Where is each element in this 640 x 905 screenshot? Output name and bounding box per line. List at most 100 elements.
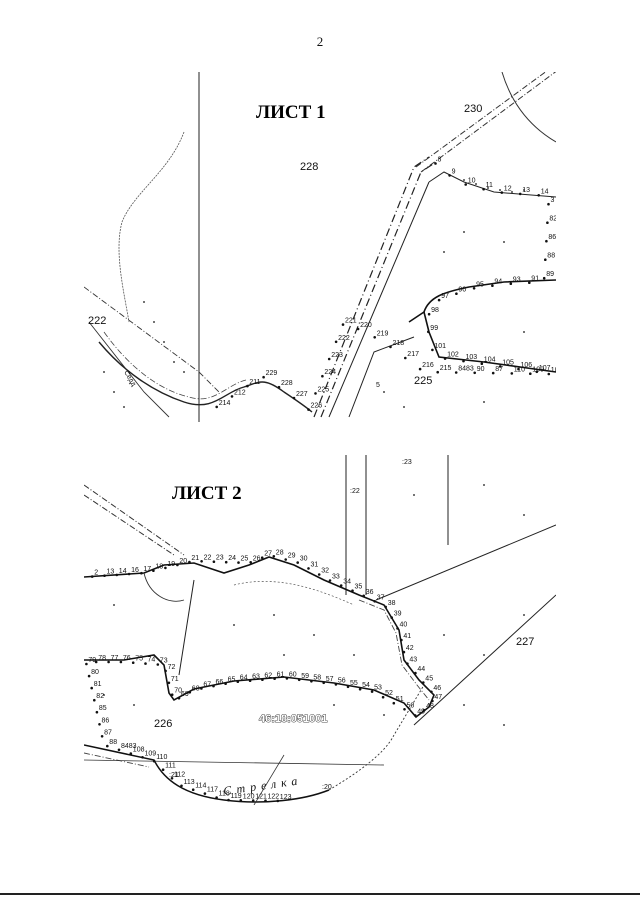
survey-point-marker — [464, 183, 468, 186]
parcel-boundary-thick — [408, 310, 556, 373]
survey-point-label: 110 — [514, 366, 525, 373]
survey-point-label: 55 — [350, 680, 358, 687]
survey-point-marker — [351, 589, 354, 592]
survey-point-marker — [296, 561, 299, 564]
survey-point-label: 41 — [403, 633, 411, 640]
survey-point-label: 101 — [434, 343, 446, 350]
survey-point-label: 35 — [355, 584, 363, 591]
survey-point-label: 59 — [301, 673, 309, 680]
survey-point-marker — [262, 375, 265, 379]
survey-point-marker — [200, 687, 203, 690]
survey-point-marker — [537, 194, 540, 197]
survey-point-label: 79 — [88, 657, 96, 664]
survey-point-label: 37 — [377, 594, 385, 601]
survey-point-marker — [215, 796, 218, 799]
survey-point-label: 67 — [203, 682, 211, 689]
survey-point-marker — [90, 575, 94, 578]
survey-point-marker — [177, 696, 181, 700]
survey-point-label: 97 — [441, 293, 449, 300]
survey-point-marker — [334, 683, 338, 686]
survey-point-label: 33 — [332, 574, 340, 581]
survey-point-marker — [546, 221, 549, 224]
parcel-boundary-line — [98, 341, 313, 413]
sheet-2-drawing: 46:18:051001 226 227 :23 :22 :21 :20 Стр… — [84, 455, 556, 805]
survey-point-marker — [454, 371, 458, 374]
survey-point-marker — [434, 162, 437, 165]
survey-point-marker — [103, 574, 106, 577]
survey-point-marker — [370, 690, 374, 693]
survey-point-marker — [212, 560, 216, 563]
cadastral-number: 46:18:051001 — [259, 713, 328, 725]
survey-point-marker — [518, 192, 522, 196]
survey-point-marker — [152, 569, 155, 572]
survey-point-marker — [436, 370, 440, 374]
sheet-2-title: ЛИСТ 2 — [172, 483, 242, 504]
dash-dot-line — [84, 484, 185, 556]
survey-point-label: 117 — [207, 787, 218, 794]
dash-dot-line — [84, 752, 150, 768]
survey-point-marker — [390, 616, 394, 619]
footer-rule — [0, 893, 640, 895]
survey-point-label: 70 — [174, 688, 182, 695]
survey-point-label: 14 — [119, 568, 127, 575]
survey-point-marker — [346, 685, 350, 689]
survey-point-label: 226 — [311, 403, 323, 410]
survey-point-label: 86 — [102, 717, 110, 724]
survey-point-label: 229 — [266, 370, 278, 377]
survey-point-label: 58 — [313, 674, 321, 681]
survey-point-marker — [285, 677, 289, 680]
boundary-line — [253, 754, 285, 805]
survey-point-marker — [94, 660, 98, 664]
survey-point-label: 46 — [433, 685, 441, 692]
survey-point-marker — [200, 560, 203, 563]
parcel-boundary-thick — [423, 279, 556, 313]
survey-point-marker — [384, 605, 388, 609]
survey-point-marker — [236, 680, 240, 683]
survey-point-label: 36 — [366, 589, 374, 596]
survey-point-label: 48 — [426, 703, 434, 710]
survey-point-marker — [498, 365, 502, 368]
survey-point-label: 27 — [264, 551, 272, 558]
survey-point-label: 63 — [252, 674, 260, 681]
survey-point-label: 57 — [326, 676, 334, 683]
survey-point-label: 8 — [438, 157, 442, 164]
survey-point-label: 11 — [486, 182, 493, 189]
survey-point-label: 45 — [425, 676, 433, 683]
map-sheet-2[interactable]: 46:18:051001 226 227 :23 :22 :21 :20 Стр… — [84, 455, 556, 805]
survey-point-label: 218 — [393, 340, 405, 347]
survey-point-label: 26 — [253, 555, 261, 562]
survey-point-label: 94 — [494, 279, 502, 286]
parcel-label: :20 — [322, 784, 332, 791]
survey-point-label: 121 — [255, 794, 267, 801]
survey-point-label: 103 — [466, 354, 478, 361]
dotted-line — [233, 581, 355, 606]
survey-point-marker — [400, 638, 403, 642]
survey-point-marker — [321, 374, 324, 378]
survey-point-label: 18 — [155, 564, 163, 571]
survey-point-label: 60 — [289, 671, 297, 678]
survey-point-label: 219 — [377, 330, 389, 337]
survey-point-label: 120 — [243, 793, 255, 800]
survey-point-label: 93 — [513, 277, 521, 284]
survey-point-marker — [418, 367, 422, 371]
survey-point-marker — [413, 714, 417, 717]
parcel-label: 5 — [376, 382, 380, 389]
survey-point-label: 69 — [181, 691, 189, 698]
survey-point-label: 28 — [276, 549, 284, 556]
survey-point-marker — [188, 691, 192, 694]
survey-point-marker — [480, 362, 484, 366]
survey-point-label: 72 — [168, 664, 176, 671]
survey-point-marker — [381, 695, 385, 699]
survey-point-marker — [180, 784, 183, 788]
survey-point-marker — [509, 282, 513, 285]
survey-point-marker — [224, 682, 227, 685]
survey-point-marker — [119, 660, 123, 664]
survey-point-label: 99 — [430, 325, 438, 332]
boundary-line — [413, 594, 556, 726]
sheet-1-title: ЛИСТ 1 — [256, 102, 326, 123]
survey-point-label: 81 — [94, 681, 102, 688]
survey-point-label: 62 — [264, 673, 272, 680]
survey-point-marker — [292, 396, 296, 400]
survey-point-label: 113 — [184, 779, 195, 786]
